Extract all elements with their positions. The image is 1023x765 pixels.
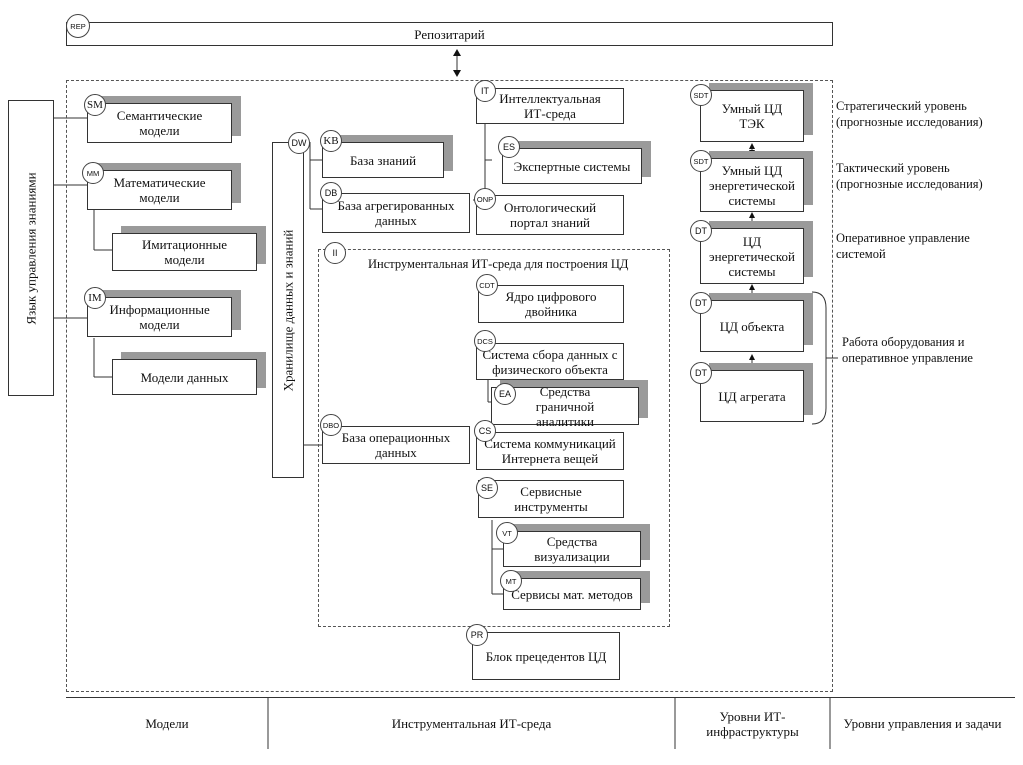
es-box: Экспертные системы xyxy=(502,148,642,184)
dbo-label: База операционных данных xyxy=(341,430,451,460)
info-models-badge: IM xyxy=(84,287,106,309)
it-box: Интеллектуальная ИТ-среда xyxy=(476,88,624,124)
ea-badge: EA xyxy=(494,383,516,405)
sdt-system-box: Умный ЦД энергетической системы xyxy=(700,158,804,212)
strategic-level-label: Стратегический уровень (прогнозные иссле… xyxy=(836,99,983,129)
mt-label: Сервисы мат. методов xyxy=(511,586,633,602)
cdt-box: Ядро цифрового двойника xyxy=(478,285,624,323)
storage-label: Хранилище данных и знаний xyxy=(280,229,296,391)
equipment-level-label: Работа оборудования и оперативное управл… xyxy=(842,335,973,365)
semantic-models-badge: SM xyxy=(84,94,106,116)
onp-badge: ONP xyxy=(474,188,496,210)
footer-infra-label: Уровни ИТ-инфраструктуры xyxy=(706,708,799,739)
footer-env: Инструментальная ИТ-среда xyxy=(268,697,675,749)
cs-box: Система коммуникаций Интернета вещей xyxy=(476,432,624,470)
dt-unit-label: ЦД агрегата xyxy=(718,388,786,404)
vt-label: Средства визуализации xyxy=(534,534,610,564)
knowledge-language-bar: Язык управления знаниями xyxy=(8,100,54,396)
it-label: Интеллектуальная ИТ-среда xyxy=(499,91,601,121)
instrumental-frame xyxy=(318,249,670,627)
se-label: Сервисные инструменты xyxy=(514,484,588,514)
dt-system-badge: DT xyxy=(690,220,712,242)
dt-unit-box: ЦД агрегата xyxy=(700,370,804,422)
storage-badge: DW xyxy=(288,132,310,154)
onp-label: Онтологический портал знаний xyxy=(503,200,597,230)
simulation-models-box: Имитационные модели xyxy=(112,233,257,271)
repository-label: Репозитарий xyxy=(414,26,485,42)
dcs-box: Система сбора данных с физического объек… xyxy=(476,343,624,380)
se-box: Сервисные инструменты xyxy=(478,480,624,518)
knowledge-language-label: Язык управления знаниями xyxy=(23,171,39,325)
repository-badge: REP xyxy=(66,14,90,38)
se-badge: SE xyxy=(476,477,498,499)
pr-box: Блок прецедентов ЦД xyxy=(472,632,620,680)
dt-object-label: ЦД объекта xyxy=(719,318,785,334)
footer-infra: Уровни ИТ-инфраструктуры xyxy=(675,697,830,749)
footer-tasks-label: Уровни управления и задачи xyxy=(843,716,1002,731)
ii-label: Инструментальная ИТ-среда для построения… xyxy=(368,257,629,271)
es-label: Экспертные системы xyxy=(513,158,631,174)
footer-tasks: Уровни управления и задачи xyxy=(830,697,1015,749)
sdt-system-label: Умный ЦД энергетической системы xyxy=(709,162,795,208)
math-models-box: Математические модели xyxy=(87,170,232,210)
main-frame xyxy=(66,80,833,692)
operational-level-label: Оперативное управление системой xyxy=(836,231,970,261)
footer-models-label: Модели xyxy=(145,716,189,731)
footer-models: Модели xyxy=(66,697,268,749)
math-models-label: Математические модели xyxy=(113,175,206,205)
pr-badge: PR xyxy=(466,624,488,646)
it-badge: IT xyxy=(474,80,496,102)
dcs-label: Система сбора данных с физического объек… xyxy=(482,346,618,377)
semantic-models-label: Семантические модели xyxy=(116,108,203,138)
dt-system-label: ЦД энергетической системы xyxy=(709,233,795,279)
onp-box: Онтологический портал знаний xyxy=(476,195,624,235)
db-badge: DB xyxy=(320,182,342,204)
ea-label: Средства граничной аналитики xyxy=(535,383,595,429)
data-models-box: Модели данных xyxy=(112,359,257,395)
sdt-tek-box: Умный ЦД ТЭК xyxy=(700,90,804,142)
kb-box: База знаний xyxy=(322,142,444,178)
dbo-badge: DBO xyxy=(320,414,342,436)
vt-badge: VT xyxy=(496,522,518,544)
kb-badge: KB xyxy=(320,130,342,152)
vt-box: Средства визуализации xyxy=(503,531,641,567)
data-models-label: Модели данных xyxy=(140,369,229,385)
sdt-system-badge: SDT xyxy=(690,150,712,172)
math-models-badge: MM xyxy=(82,162,104,184)
dt-object-box: ЦД объекта xyxy=(700,300,804,352)
sdt-tek-label: Умный ЦД ТЭК xyxy=(721,101,783,131)
storage-box: Хранилище данных и знаний xyxy=(272,142,304,478)
db-label: База агрегированных данных xyxy=(337,198,455,228)
semantic-models-box: Семантические модели xyxy=(87,103,232,143)
dt-object-badge: DT xyxy=(690,292,712,314)
cs-label: Система коммуникаций Интернета вещей xyxy=(484,436,616,466)
db-box: База агрегированных данных xyxy=(322,193,470,233)
tactical-level-label: Тактический уровень (прогнозные исследов… xyxy=(836,161,983,191)
es-badge: ES xyxy=(498,136,520,158)
dcs-badge: DCS xyxy=(474,330,496,352)
ii-badge: II xyxy=(324,242,346,264)
kb-label: База знаний xyxy=(349,152,417,168)
info-models-box: Информационные модели xyxy=(87,297,232,337)
repository-box: Репозитарий xyxy=(66,22,833,46)
cs-badge: CS xyxy=(474,420,496,442)
cdt-label: Ядро цифрового двойника xyxy=(505,289,597,319)
dt-system-box: ЦД энергетической системы xyxy=(700,228,804,284)
dt-unit-badge: DT xyxy=(690,362,712,384)
pr-label: Блок прецедентов ЦД xyxy=(485,648,607,664)
mt-badge: MT xyxy=(500,570,522,592)
dbo-box: База операционных данных xyxy=(322,426,470,464)
mt-box: Сервисы мат. методов xyxy=(503,578,641,610)
simulation-models-label: Имитационные модели xyxy=(141,237,227,267)
info-models-label: Информационные модели xyxy=(109,302,210,332)
footer-env-label: Инструментальная ИТ-среда xyxy=(391,716,552,731)
sdt-tek-badge: SDT xyxy=(690,84,712,106)
cdt-badge: CDT xyxy=(476,274,498,296)
